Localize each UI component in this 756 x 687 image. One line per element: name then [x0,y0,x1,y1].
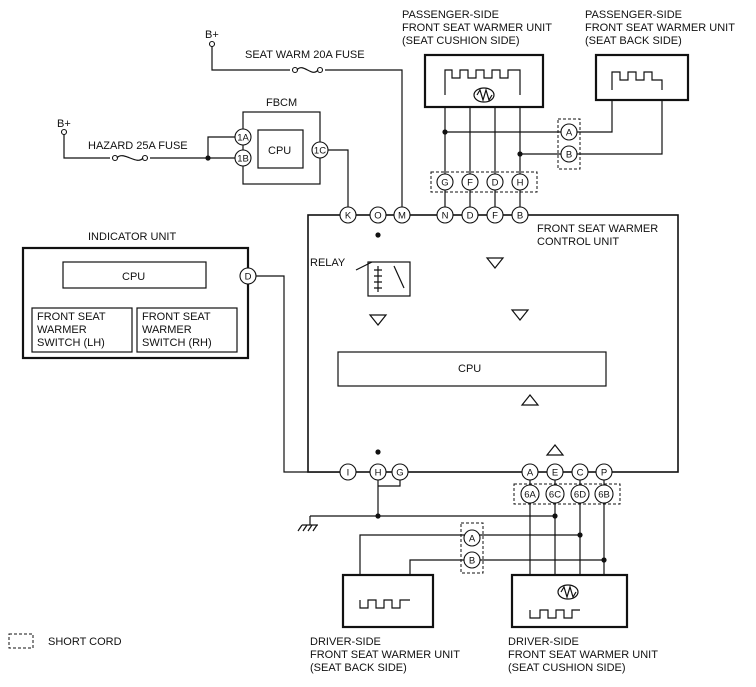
switch-lh-line-1: FRONT SEAT [37,311,106,323]
indicator-cpu-label: CPU [122,271,145,283]
pin-ctrl-h: H [375,468,382,479]
pin-pb-b: B [566,150,572,161]
switch-lh-box [31,307,133,353]
switch-rh-line-3: SWITCH (RH) [142,337,212,349]
pin-ctrl-n: N [442,211,449,222]
b-plus-top-label: B+ [205,29,219,41]
switch-rh-box [136,307,238,353]
power-arrow-icon-e [545,444,565,456]
pin-ctrl-a: A [527,468,534,479]
pin-pc-h: H [517,178,524,189]
indicator-cpu-box [62,261,207,289]
pin-ctrl-e: E [552,468,558,479]
control-unit-box [307,214,679,473]
driver-cushion-unit [510,573,629,629]
fbcm-label: FBCM [266,97,297,109]
short-cord-driver-back [460,522,484,574]
pin-pc-g: G [441,178,448,189]
main-cpu-box [337,351,607,387]
seat-warm-fuse [291,66,324,74]
pin-db-b: B [469,556,475,567]
driver-cushion-line-1: DRIVER-SIDE [508,636,579,648]
pass-cushion-line-1: PASSENGER-SIDE [402,9,499,21]
chassis-ground-icon [297,524,318,532]
power-arrow-icon-a [520,394,540,406]
short-cord-pass-back [557,118,581,170]
pin-circles [234,123,614,569]
pin-db-a: A [469,534,476,545]
pin-ctrl-g: G [396,468,403,479]
pin-ctrl-b: B [517,211,523,222]
b-plus-left-terminal [60,128,68,136]
pin-pb-a: A [566,128,573,139]
driver-cushion-line-2: FRONT SEAT WARMER UNIT [508,649,658,661]
pin-ctrl-i: I [347,468,350,479]
pin-ctrl-m: M [398,211,406,222]
pin-dc-6c: 6C [549,490,561,501]
switch-rh-line-1: FRONT SEAT [142,311,211,323]
pass-back-line-3: (SEAT BACK SIDE) [585,35,682,47]
relay-label: RELAY [310,257,346,269]
indicator-unit-label: INDICATOR UNIT [88,231,176,243]
pin-fbcm-1b: 1B [237,154,249,165]
pass-cushion-line-2: FRONT SEAT WARMER UNIT [402,22,552,34]
control-unit-line-2: CONTROL UNIT [537,236,619,248]
pin-ctrl-k: K [345,211,352,222]
control-unit-line-1: FRONT SEAT WARMER [537,223,658,235]
main-cpu-label: CPU [458,363,481,375]
pass-back-line-1: PASSENGER-SIDE [585,9,682,21]
relay [355,261,411,297]
pin-ctrl-o: O [374,211,381,222]
b-plus-left-label: B+ [57,118,71,130]
legend-short-cord-label: SHORT CORD [48,636,122,648]
driver-cushion-line-3: (SEAT CUSHION SIDE) [508,662,626,674]
fbcm-cpu-label: CPU [268,145,291,157]
legend-short-cord-box [8,633,34,649]
driver-back-line-2: FRONT SEAT WARMER UNIT [310,649,460,661]
switch-rh-line-2: WARMER [142,324,192,336]
short-cord-pass-cushion [430,171,538,193]
text-labels: B+ B+ SEAT WARM 20A FUSE HAZARD 25A FUSE… [37,9,735,674]
driver-back-unit [341,573,435,629]
switch-lh-line-2: WARMER [37,324,87,336]
pin-ctrl-p: P [601,468,607,479]
pin-pc-f: F [467,178,473,189]
pin-dc-6b: 6B [598,490,610,501]
hazard-fuse-label: HAZARD 25A FUSE [88,140,188,152]
fbcm-cpu-box [257,129,304,169]
ground-icon-tr [510,309,530,321]
pin-ctrl-c: C [577,468,584,479]
pin-ctrl-d: D [467,211,474,222]
ground-icon-d [485,257,505,269]
driver-back-line-1: DRIVER-SIDE [310,636,381,648]
pin-ind-d: D [245,272,252,283]
seat-warm-fuse-label: SEAT WARM 20A FUSE [245,49,365,61]
short-cord-driver-cushion [513,483,621,505]
pin-dc-6a: 6A [524,490,536,501]
pin-pc-d: D [492,178,499,189]
b-plus-top-terminal [208,40,216,48]
pin-ctrl-f: F [492,211,498,222]
hazard-fuse [111,154,149,162]
pin-dc-6d: 6D [574,490,586,501]
switch-lh-line-3: SWITCH (LH) [37,337,105,349]
driver-back-line-3: (SEAT BACK SIDE) [310,662,407,674]
pin-labels: 1A 1B 1C D K O M N D F B G F D H A B I H… [237,128,610,567]
pin-fbcm-1c: 1C [314,146,326,157]
relay-ground-icon [368,314,388,326]
pin-fbcm-1a: 1A [237,133,249,144]
pass-back-line-2: FRONT SEAT WARMER UNIT [585,22,735,34]
pass-back-unit [594,53,690,102]
pass-cushion-line-3: (SEAT CUSHION SIDE) [402,35,520,47]
